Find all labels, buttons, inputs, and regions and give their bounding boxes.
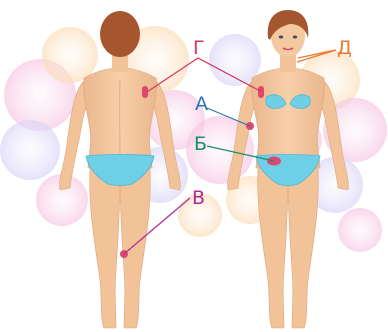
label-b: Б [194,133,207,155]
label-a: А [195,93,208,115]
label-v: В [192,187,205,209]
label-d: Д [337,37,352,59]
label-g: Г [193,37,205,59]
